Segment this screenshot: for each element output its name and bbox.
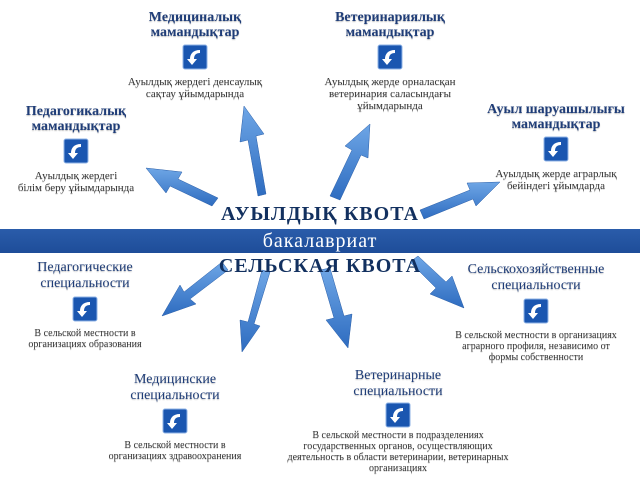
title-line-2: специальности — [353, 384, 443, 399]
title-line-1: Ауыл шаруашылығы — [487, 102, 625, 117]
center-title-kz: АУЫЛДЫҚ КВОТА — [221, 203, 419, 225]
desc-line-2: организациях здравоохранения — [108, 451, 242, 462]
title-line-2: мамандықтар — [511, 117, 601, 132]
title-line-2: специальности — [40, 276, 130, 291]
node-title: Сельскохозяйственные специальности — [432, 262, 640, 294]
center-band — [0, 229, 640, 253]
desc-line-2: сақтау ұйымдарында — [145, 88, 245, 100]
node-desc: В сельской местности в организациях агра… — [432, 330, 640, 363]
desc-line-1: Ауылдық жерде орналасқан — [324, 76, 456, 88]
arrow-veterinary-kz — [329, 123, 371, 201]
desc-line-1: Ауылдық жерде аграрлық — [495, 168, 617, 180]
desc-line-1: Ауылдық жердегі денсаулық — [127, 76, 263, 88]
arrow-pedagogical-kz — [145, 167, 219, 207]
desc-line-2: государственных органов, осуществляющих — [303, 441, 493, 452]
node-agricultural-ru: Сельскохозяйственные специальности В сел… — [432, 262, 640, 363]
desc-line-1: В сельской местности в — [34, 328, 136, 339]
title-line-2: мамандықтар — [150, 25, 240, 40]
arrow-medical-kz — [239, 105, 267, 197]
title-line-1: Сельскохозяйственные — [467, 262, 605, 277]
title-line-1: Медициналық — [148, 10, 242, 25]
node-desc: В сельской местности в подразделениях го… — [270, 430, 526, 474]
desc-line-3: ұйымдарында — [357, 100, 423, 112]
node-desc: Ауылдық жердегі денсаулық сақтау ұйымдар… — [120, 76, 270, 100]
title-line-1: Педагогикалық — [25, 104, 127, 119]
title-line-1: Медицинские — [133, 372, 217, 387]
title-line-1: Ветеринарные — [354, 368, 442, 383]
node-title: Педагогикалық мамандықтар — [0, 104, 152, 134]
title-line-2: мамандықтар — [31, 119, 121, 134]
title-line-1: Ветеринариялық — [335, 10, 445, 25]
desc-line-2: білім беру ұйымдарында — [17, 182, 135, 194]
curved-arrow-down-icon — [63, 138, 89, 164]
title-line-2: мамандықтар — [345, 25, 435, 40]
center-subtitle: бакалавриат — [262, 230, 378, 252]
node-title: Педагогические специальности — [0, 260, 170, 292]
desc-line-2: аграрного профиля, независимо от — [462, 341, 610, 352]
arrow-pedagogical-ru — [161, 261, 229, 317]
node-title: Ветеринарные специальности — [300, 368, 496, 400]
node-medical-ru: Медицинские специальности В сельской мес… — [80, 372, 270, 462]
curved-arrow-down-icon — [385, 402, 411, 428]
curved-arrow-down-icon — [543, 136, 569, 162]
node-agricultural-kz: Ауыл шаруашылығы мамандықтар Ауылдық жер… — [472, 102, 640, 192]
node-desc: В сельской местности в организациях здра… — [80, 440, 270, 462]
desc-line-2: организациях образования — [28, 339, 142, 350]
arrow-medical-ru — [239, 269, 271, 353]
center-title-ru: СЕЛЬСКАЯ КВОТА — [218, 255, 422, 277]
desc-line-4: организациях — [369, 463, 427, 474]
arrow-agricultural-ru — [409, 255, 465, 309]
curved-arrow-down-icon — [162, 408, 188, 434]
curved-arrow-down-icon — [523, 298, 549, 324]
desc-line-1: В сельской местности в организациях — [455, 330, 617, 341]
arrow-veterinary-ru — [319, 267, 353, 349]
title-line-1: Педагогические — [37, 260, 133, 275]
node-desc: Ауылдық жерде орналасқан ветеринария сал… — [305, 76, 475, 112]
desc-line-3: формы собственности — [488, 352, 584, 363]
curved-arrow-down-icon — [377, 44, 403, 70]
desc-line-3: деятельность в области ветеринарии, вете… — [287, 452, 509, 463]
curved-arrow-down-icon — [72, 296, 98, 322]
node-desc: Ауылдық жердегі білім беру ұйымдарында — [0, 170, 152, 194]
node-title: Медицинские специальности — [80, 372, 270, 404]
desc-line-1: В сельской местности в подразделениях — [312, 430, 484, 441]
title-line-2: специальности — [130, 388, 220, 403]
node-pedagogical-ru: Педагогические специальности В сельской … — [0, 260, 170, 350]
desc-line-2: бейіндегі ұйымдарда — [506, 180, 605, 192]
arrow-agricultural-kz — [419, 181, 501, 220]
node-desc: В сельской местности в организациях обра… — [0, 328, 170, 350]
node-title: Медициналық мамандықтар — [120, 10, 270, 40]
node-title: Ауыл шаруашылығы мамандықтар — [472, 102, 640, 132]
node-veterinary-ru: Ветеринарные специальности В сельской ме… — [288, 368, 509, 474]
node-veterinary-kz: Ветеринариялық мамандықтар Ауылдық жерде… — [305, 10, 475, 112]
title-line-2: специальности — [491, 278, 581, 293]
node-title: Ветеринариялық мамандықтар — [305, 10, 475, 40]
node-pedagogical-kz: Педагогикалық мамандықтар Ауылдық жердег… — [0, 104, 152, 194]
desc-line-1: В сельской местности в — [124, 440, 226, 451]
desc-line-1: Ауылдық жердегі — [34, 170, 118, 182]
desc-line-2: ветеринария саласындағы — [329, 88, 451, 100]
curved-arrow-down-icon — [182, 44, 208, 70]
node-medical-kz: Медициналық мамандықтар Ауылдық жердегі … — [120, 10, 270, 100]
node-desc: Ауылдық жерде аграрлық бейіндегі ұйымдар… — [472, 168, 640, 192]
